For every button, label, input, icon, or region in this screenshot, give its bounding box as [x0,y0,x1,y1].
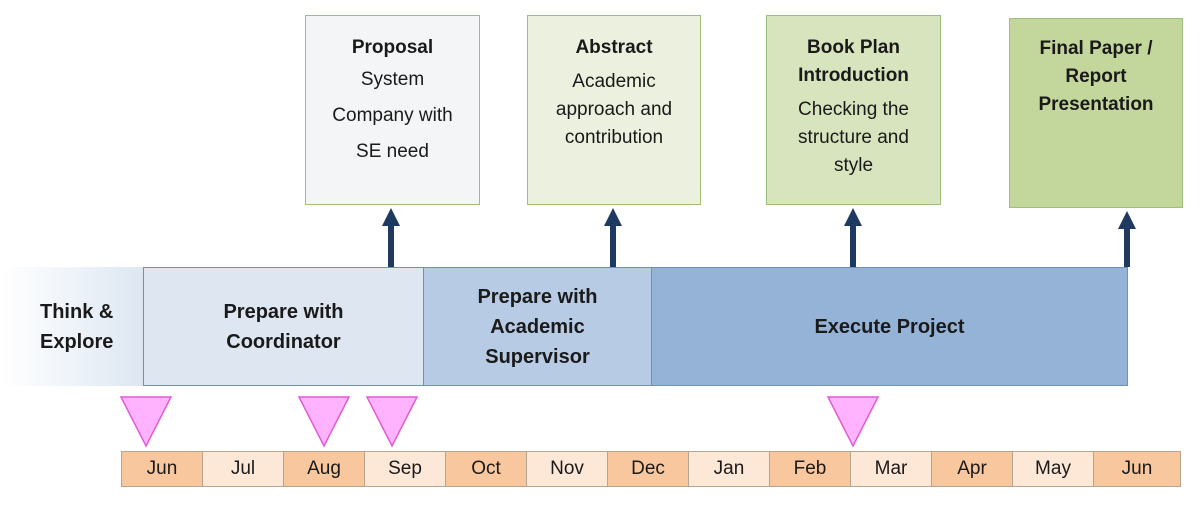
milestone-triangle [297,396,351,448]
month-cell: Oct [445,451,527,487]
deliverable-body: System Company with SE need [332,69,453,162]
deliverable-book-plan: Book Plan Introduction Checking the stru… [766,15,941,205]
phase-execute-project: Execute Project [651,267,1128,386]
month-cell: Mar [850,451,932,487]
month-cell: Jun [121,451,203,487]
arrow-proposal [382,208,400,267]
arrow-final-paper [1118,211,1136,267]
month-cell: Jun [1093,451,1181,487]
arrow-abstract [604,208,622,267]
deliverable-body: Academic approach and contribution [555,71,673,148]
deliverable-title: Final Paper / Report Presentation [1038,38,1154,115]
deliverable-proposal: Proposal System Company with SE need [305,15,480,205]
arrow-book-plan [844,208,862,267]
milestone-triangle [365,396,419,448]
month-cell: Nov [526,451,608,487]
milestone-triangle [119,396,173,448]
deliverable-final-paper: Final Paper / Report Presentation [1009,18,1183,208]
phase-prepare-coordinator: Prepare with Coordinator [143,267,424,386]
month-cell: Dec [607,451,689,487]
month-cell: Apr [931,451,1013,487]
month-cell: Aug [283,451,365,487]
month-cell: May [1012,451,1094,487]
deliverable-title: Abstract [575,37,653,58]
month-cell: Sep [364,451,446,487]
phase-think-explore: Think & Explore [0,267,144,386]
phase-prepare-academic-supervisor: Prepare with Academic Supervisor [423,267,652,386]
milestone-triangle [826,396,880,448]
month-cell: Jan [688,451,770,487]
month-cell: Feb [769,451,851,487]
deliverable-title: Proposal [351,37,434,58]
deliverable-title: Book Plan Introduction [798,37,909,86]
month-cell: Jul [202,451,284,487]
deliverable-body: Checking the structure and style [798,99,909,176]
deliverable-abstract: Abstract Academic approach and contribut… [527,15,701,205]
